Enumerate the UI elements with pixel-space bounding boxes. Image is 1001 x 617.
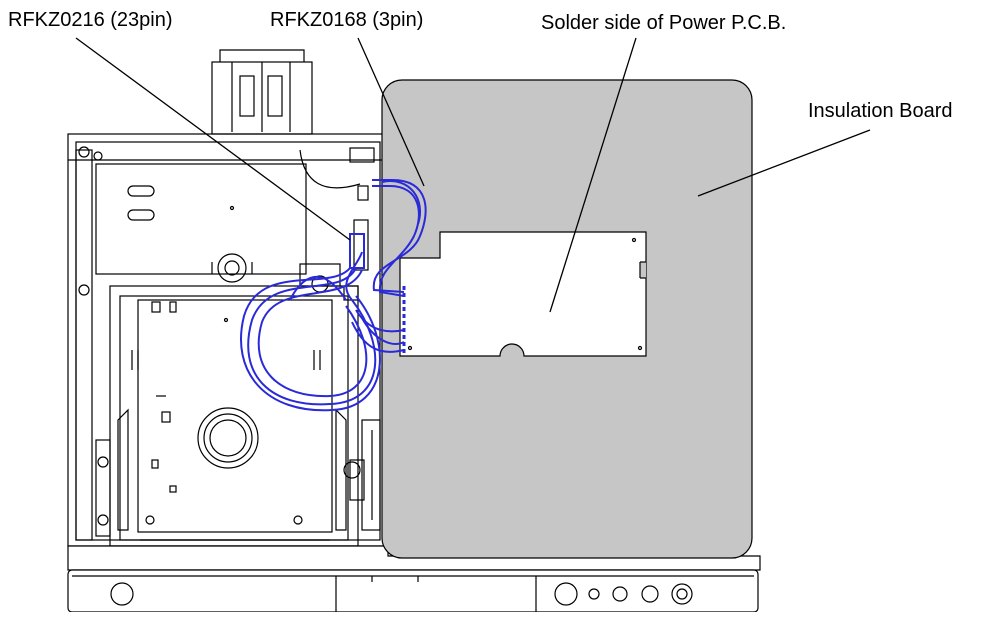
label-power-pcb: Solder side of Power P.C.B. bbox=[541, 12, 787, 34]
cable-3pin bbox=[372, 179, 427, 297]
label-connector-23pin: RFKZ0216 (23pin) bbox=[8, 9, 173, 31]
leader-lines bbox=[75, 37, 871, 313]
chassis-frame bbox=[67, 133, 389, 547]
leader-23pin bbox=[75, 37, 351, 241]
front-knob-left bbox=[110, 582, 134, 606]
top-bracket bbox=[211, 49, 313, 135]
label-connector-3pin: RFKZ0168 (3pin) bbox=[270, 9, 424, 31]
drive-tray bbox=[109, 285, 359, 547]
spindle bbox=[197, 407, 259, 469]
chassis bbox=[67, 49, 389, 547]
front-knob-right bbox=[554, 582, 578, 606]
label-insulation-board: Insulation Board bbox=[808, 100, 953, 122]
leader-power-pcb bbox=[549, 37, 637, 313]
upper-compartment bbox=[95, 163, 307, 275]
power-pcb bbox=[399, 231, 647, 357]
cable-harness bbox=[240, 179, 427, 412]
leader-3pin bbox=[357, 37, 425, 187]
leader-insulation-board bbox=[697, 129, 871, 197]
cable-23pin bbox=[240, 233, 405, 412]
